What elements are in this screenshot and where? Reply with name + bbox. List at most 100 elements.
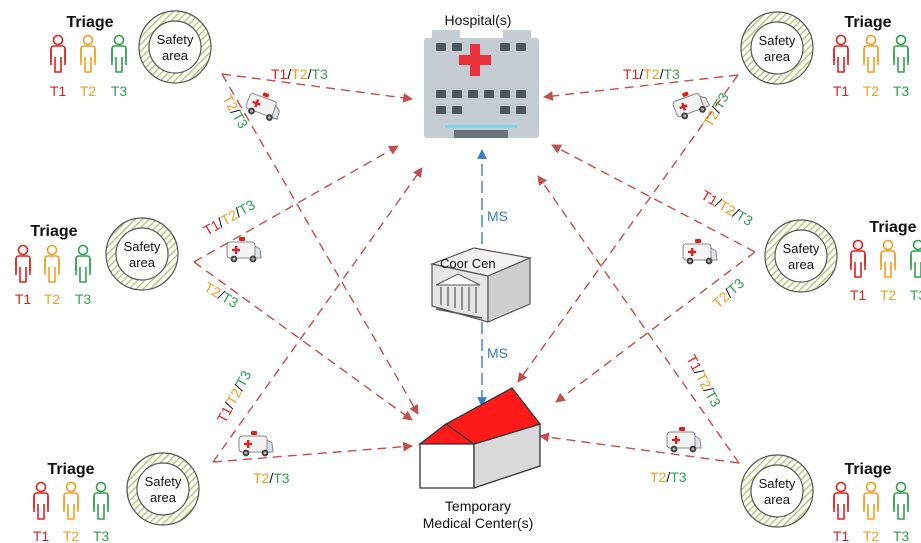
evacuation-links (193, 73, 756, 464)
route-label-ml-tmc: T2/T3 (202, 279, 242, 311)
safety-area-icon (126, 452, 200, 526)
triage-label: Triage (30, 223, 77, 240)
ambulance-icon (238, 430, 274, 457)
coordination-center-icon (429, 247, 533, 323)
triage-label: Triage (47, 461, 94, 478)
ambulance-icon (666, 426, 702, 453)
safety-area-label: area (788, 257, 815, 272)
ambulance-icon (243, 87, 285, 124)
triage-level-label: T3 (75, 291, 92, 307)
temporary-medical-center-icon (418, 387, 542, 489)
person-icon (15, 244, 31, 283)
route-label-bl-tmc: T2/T3 (253, 470, 290, 486)
safety-area-label: Safety (759, 33, 796, 48)
hospital-label: Hospital(s) (445, 12, 512, 28)
triage-level-label: T3 (111, 83, 128, 99)
route-label-br-tmc: T2/T3 (650, 469, 687, 485)
person-icon (910, 239, 921, 278)
link-tl-tmc (221, 73, 419, 415)
safety-area-icon (764, 219, 838, 293)
link-bl-hospital (212, 167, 423, 463)
link-bl-tmc (212, 441, 413, 463)
person-icon (893, 481, 909, 520)
triage-level-label: T3 (893, 83, 910, 99)
safety-area-label: area (162, 48, 189, 63)
coor-cen-label: Coor Cen (440, 256, 496, 271)
triage-level-label: T2 (880, 287, 897, 303)
person-icon (850, 239, 866, 278)
person-icon (75, 244, 91, 283)
safety-area-icon (105, 217, 179, 291)
safety-area-icon (740, 11, 814, 85)
person-icon (50, 34, 66, 73)
safety-area-label: area (764, 492, 791, 507)
triage-level-label: T1 (50, 83, 67, 99)
tmc-label-line2: Medical Center(s) (423, 515, 533, 531)
triage-level-label: T2 (63, 528, 80, 543)
person-icon (893, 34, 909, 73)
person-icon (111, 34, 127, 73)
triage-label: Triage (844, 14, 891, 31)
person-icon (833, 481, 849, 520)
triage-level-label: T2 (44, 291, 61, 307)
triage-level-label: T1 (833, 528, 850, 543)
triage-level-label: T1 (833, 83, 850, 99)
hospital-building-icon (424, 30, 539, 138)
link-tr-tmc (517, 74, 739, 383)
route-label-br-hospital: T1/T2/T3 (683, 352, 724, 410)
triage-level-label: T3 (893, 528, 910, 543)
route-label-ml-hospital: T1/T2/T3 (201, 196, 258, 238)
link-br-hospital (537, 175, 740, 464)
safety-area-label: area (150, 490, 177, 505)
triage-level-label: T2 (80, 83, 97, 99)
safety-area-label: area (764, 49, 791, 64)
safety-area-label: Safety (157, 32, 194, 47)
link-mr-tmc (555, 251, 756, 403)
tmc-label-line1: Temporary (445, 498, 511, 514)
person-icon (93, 481, 109, 520)
triage-level-label: T1 (850, 287, 867, 303)
triage-label: Triage (844, 461, 891, 478)
route-label-bl-hospital: T1/T2/T3 (214, 368, 255, 426)
person-icon (63, 481, 79, 520)
link-mr-hospital (551, 144, 756, 253)
link-ml-hospital (193, 145, 399, 263)
safety-area-label: Safety (759, 476, 796, 491)
link-br-tmc (539, 432, 740, 464)
link-tl-hospital (221, 73, 413, 103)
route-label-mr-tmc: T2/T3 (709, 275, 747, 312)
person-icon (863, 34, 879, 73)
triage-level-label: T3 (910, 287, 921, 303)
triage-label: Triage (869, 219, 916, 236)
triage-level-label: T1 (33, 528, 50, 543)
triage-label: Triage (66, 14, 113, 31)
ambulance-icon (682, 238, 718, 265)
person-icon (833, 34, 849, 73)
safety-area-icon (138, 10, 212, 84)
ms-label-top: MS (487, 208, 508, 224)
link-tr-hospital (543, 74, 739, 101)
person-icon (880, 239, 896, 278)
route-label-tl-hospital: T1/T2/T3 (271, 66, 328, 82)
route-label-tr-hospital: T1/T2/T3 (623, 66, 680, 82)
person-icon (44, 244, 60, 283)
person-icon (33, 481, 49, 520)
person-icon (80, 34, 96, 73)
route-label-tr-tmc: T2/T3 (700, 90, 732, 130)
triage-level-label: T2 (863, 83, 880, 99)
route-label-tl-tmc: T2/T3 (219, 92, 251, 132)
triage-level-label: T1 (15, 291, 32, 307)
safety-area-label: area (129, 255, 156, 270)
route-label-mr-hospital: T1/T2/T3 (699, 187, 756, 229)
safety-area-label: Safety (124, 239, 161, 254)
safety-area-label: Safety (783, 241, 820, 256)
ambulance-icon (226, 236, 262, 263)
triage-level-label: T3 (93, 528, 110, 543)
